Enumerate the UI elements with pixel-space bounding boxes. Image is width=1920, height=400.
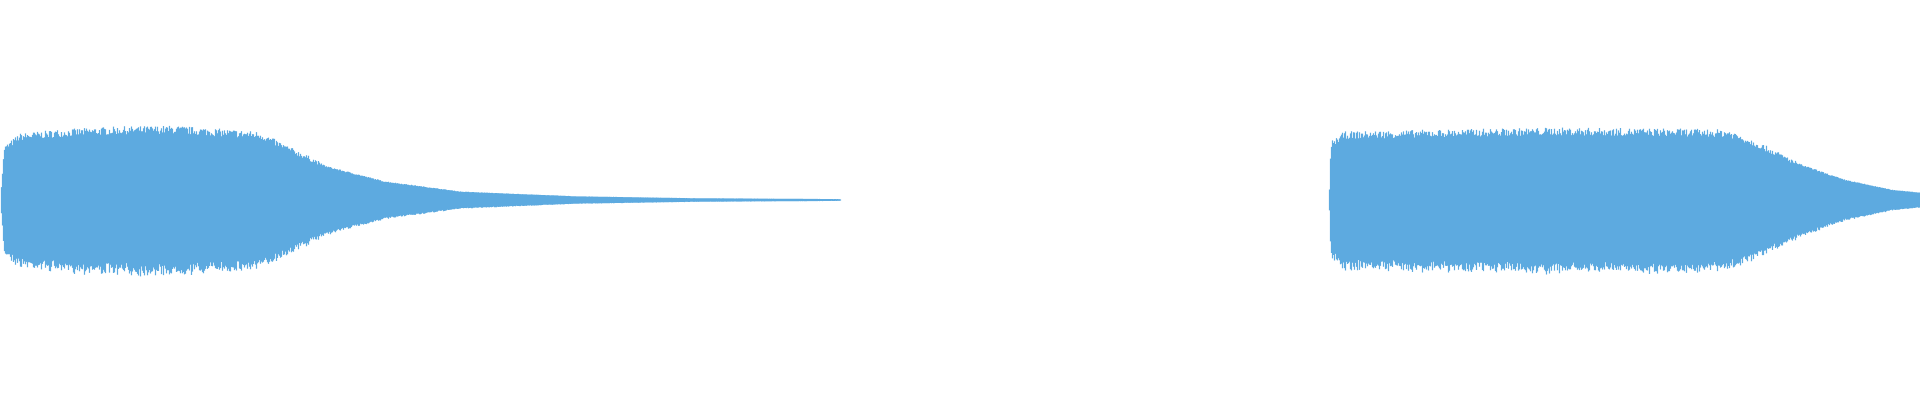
waveform-bars bbox=[0, 125, 1920, 277]
waveform-signal bbox=[0, 125, 1920, 277]
